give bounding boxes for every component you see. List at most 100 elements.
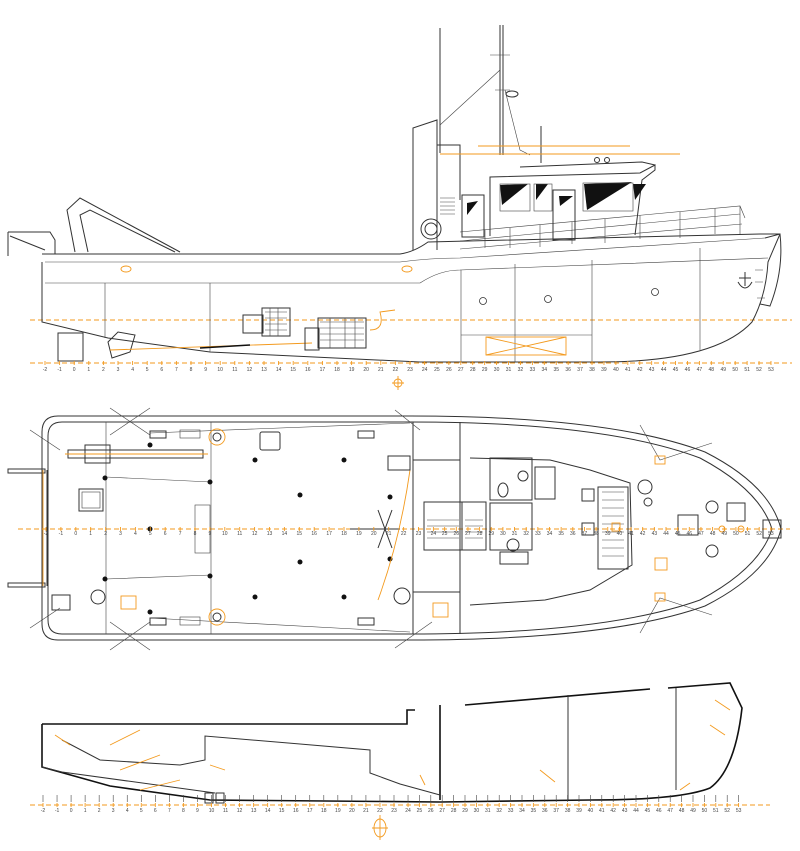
frame-label: 17 [320, 367, 326, 373]
hatch [78, 488, 104, 512]
frame-label: 14 [265, 808, 271, 814]
frame-label: 31 [506, 367, 512, 373]
generator-set [242, 307, 291, 337]
stern-rollers [7, 468, 48, 588]
frame-label: 29 [482, 367, 488, 373]
frame-label: 28 [451, 808, 457, 814]
frame-label: 26 [428, 808, 434, 814]
frame-label: 43 [652, 531, 658, 537]
frame-label: 6 [164, 531, 167, 537]
frame-label: 32 [496, 808, 502, 814]
frame-label: 15 [290, 367, 296, 373]
frame-label: 21 [363, 808, 369, 814]
frame-label: -1 [59, 531, 64, 537]
frame-label: 35 [558, 531, 564, 537]
frame-label: 39 [576, 808, 582, 814]
frame-label: 23 [416, 531, 422, 537]
frame-label: 34 [519, 808, 525, 814]
frame-label: 10 [222, 531, 228, 537]
frame-label: 28 [470, 367, 476, 373]
frame-label: 33 [508, 808, 514, 814]
frame-label: 11 [223, 808, 228, 814]
sheer-line [45, 237, 769, 284]
frame-label: 51 [745, 531, 751, 537]
frame-label: 37 [577, 367, 583, 373]
frame-label: 21 [378, 367, 384, 373]
hatch [51, 594, 71, 611]
towing-bitts [149, 428, 375, 626]
frame-label: 41 [599, 808, 605, 814]
frame-label: 1 [84, 808, 87, 814]
bulkhead-lines [104, 248, 701, 362]
frame-label: 36 [570, 531, 576, 537]
window [584, 182, 632, 210]
frame-label: 1 [87, 367, 90, 373]
frame-label: 4 [134, 531, 137, 537]
frame-label: 17 [307, 808, 313, 814]
section-annotations [54, 699, 731, 791]
frame-label: -2 [41, 808, 46, 814]
forward-railing [459, 205, 746, 250]
frame-label: 1 [89, 531, 92, 537]
frame-label: 43 [622, 808, 628, 814]
frame-label: 46 [685, 367, 691, 373]
window [500, 184, 528, 205]
frame-label: 20 [349, 808, 355, 814]
frame-label: 39 [601, 367, 607, 373]
frame-label: 28 [477, 531, 483, 537]
main-engine [304, 317, 367, 351]
frame-label: 53 [768, 531, 774, 537]
plan-deckhouse [387, 422, 668, 634]
section-frames [42, 795, 739, 802]
frame-label: 32 [523, 531, 529, 537]
frame-label: 2 [98, 808, 101, 814]
frame-label: 24 [431, 531, 437, 537]
frame-label: 27 [439, 808, 445, 814]
rudder [107, 331, 136, 359]
frame-label: 29 [462, 808, 468, 814]
frame-label: 24 [422, 367, 428, 373]
frame-label: 25 [442, 531, 448, 537]
frame-label: 9 [196, 808, 199, 814]
frame-label: 23 [407, 367, 413, 373]
frame-label: 49 [690, 808, 696, 814]
frame-label: 33 [535, 531, 541, 537]
frame-label: 53 [768, 367, 774, 373]
frame-label: 4 [126, 808, 129, 814]
bow-fairlead [762, 519, 782, 539]
frame-label: -2 [44, 531, 49, 537]
frame-label: 30 [500, 531, 506, 537]
frame-label: 38 [565, 808, 571, 814]
frame-label: 36 [542, 808, 548, 814]
frame-label: 42 [610, 808, 616, 814]
frame-label: 12 [247, 367, 253, 373]
anchor-icon [737, 269, 765, 299]
frame-label: 18 [334, 367, 340, 373]
liferaft [120, 595, 137, 610]
frame-label: 45 [673, 367, 679, 373]
frame-label: 27 [458, 367, 464, 373]
section-midship-mark [372, 815, 388, 840]
frame-label: 2 [102, 367, 105, 373]
window [467, 201, 478, 215]
frame-label: 38 [589, 367, 595, 373]
frame-label: 47 [697, 367, 703, 373]
frame-label: 21 [386, 531, 392, 537]
frame-label: 34 [542, 367, 548, 373]
frame-label: 44 [661, 367, 667, 373]
frame-label: 38 [593, 531, 599, 537]
frame-label: 39 [605, 531, 611, 537]
frame-label: 11 [237, 531, 242, 537]
frame-label: 45 [645, 808, 651, 814]
frame-label: 15 [297, 531, 303, 537]
windlass [677, 500, 782, 558]
frame-label: 48 [679, 808, 685, 814]
frame-label: 13 [261, 367, 267, 373]
frame-label: 49 [720, 367, 726, 373]
frame-label: 10 [209, 808, 215, 814]
frame-label: 48 [709, 367, 715, 373]
